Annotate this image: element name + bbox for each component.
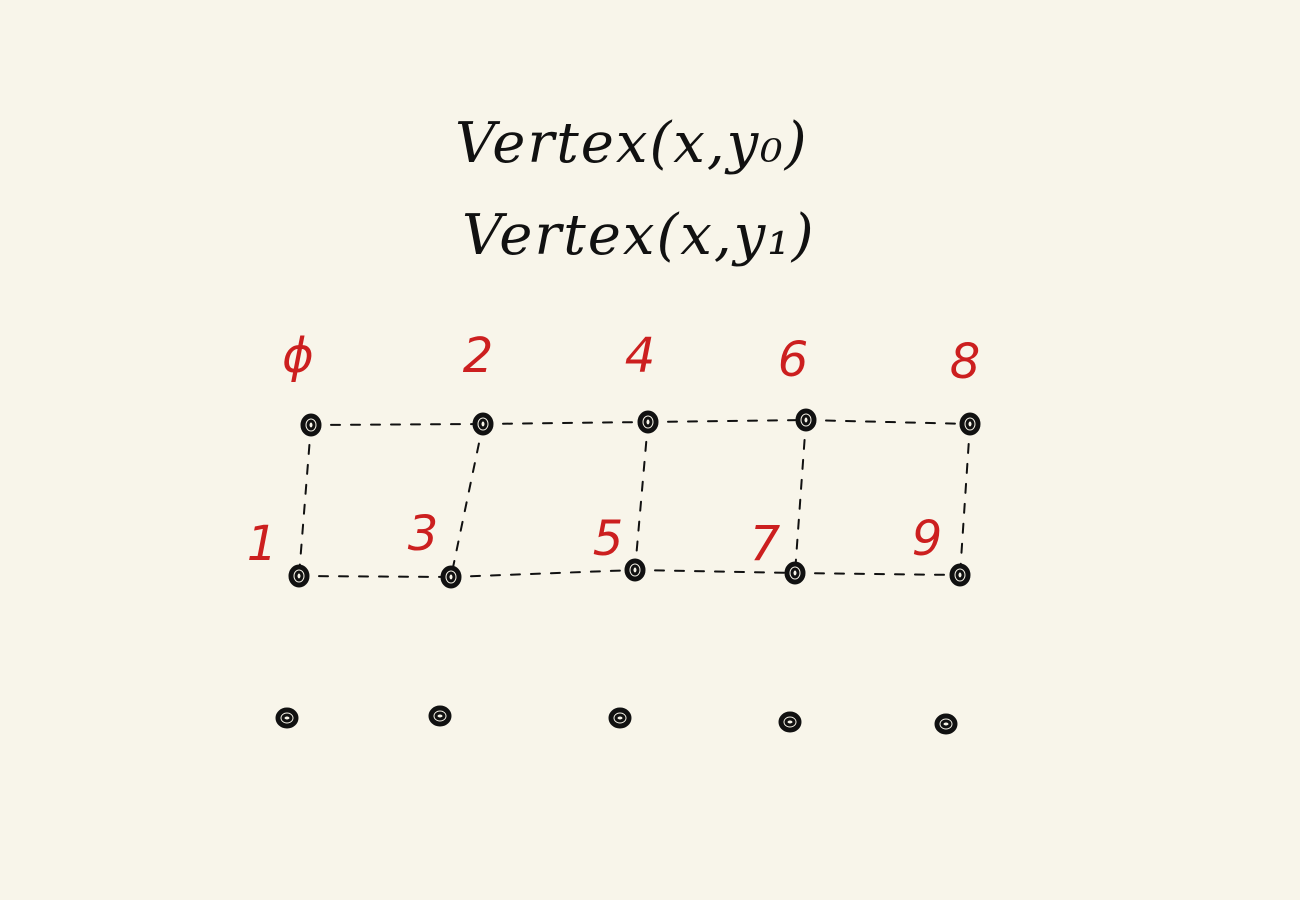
vertex-dot-4 [637, 410, 659, 434]
edge-2-4 [482, 421, 649, 425]
edge-6-7 [794, 419, 807, 574]
unlabeled-points-group [275, 705, 958, 735]
unlabeled-point-center-4 [940, 719, 952, 729]
unlabeled-point-center-1 [434, 711, 446, 721]
vertex-dot-2 [472, 412, 494, 436]
formula-line-2: Vertex(x,y₁) [462, 203, 816, 268]
vertex-1 [288, 564, 310, 588]
edge-0-2 [310, 423, 484, 426]
vertex-dot-0 [300, 413, 322, 437]
edge-4-5 [634, 421, 649, 571]
unlabeled-point-1 [428, 705, 452, 727]
edge-7-9 [794, 572, 961, 576]
edge-5-7 [634, 569, 796, 574]
edge-1-3 [298, 575, 452, 578]
vertex-label-7: 7 [750, 516, 781, 572]
edge-0-1 [298, 424, 312, 577]
edge-3-5 [450, 569, 636, 578]
vertex-label-6: 6 [778, 332, 809, 388]
vertex-2 [472, 412, 494, 436]
vertex-dot-center-0 [306, 419, 316, 431]
vertex-dot-8 [959, 412, 981, 436]
unlabeled-point-3 [778, 711, 802, 733]
vertex-3 [440, 565, 462, 589]
vertex-dot-6 [795, 408, 817, 432]
vertex-dot-center-3 [446, 571, 456, 583]
vertex-dot-center-7 [790, 567, 800, 579]
edge-4-6 [647, 419, 807, 423]
vertex-dot-center-6 [801, 414, 811, 426]
vertex-9 [949, 563, 971, 587]
vertex-label-4: 4 [625, 328, 656, 384]
vertex-6 [795, 408, 817, 432]
vertex-dot-center-5 [630, 564, 640, 576]
unlabeled-point-center-0 [281, 713, 293, 723]
vertex-dot-3 [440, 565, 462, 589]
vertex-dot-center-8 [965, 418, 975, 430]
formula-line-1: Vertex(x,y₀) [455, 111, 809, 176]
vertex-dot-center-9 [955, 569, 965, 581]
edges-group [298, 419, 971, 578]
vertex-label-2: 2 [463, 328, 494, 384]
vertex-8 [959, 412, 981, 436]
vertex-label-3: 3 [408, 506, 439, 562]
vertex-label-9: 9 [912, 511, 943, 567]
edge-8-9 [959, 423, 971, 576]
unlabeled-point-center-3 [784, 717, 796, 727]
vertex-4 [637, 410, 659, 434]
unlabeled-point-2 [608, 707, 632, 729]
vertices-group [288, 408, 981, 589]
vertex-dot-center-4 [643, 416, 653, 428]
vertex-5 [624, 558, 646, 582]
vertex-7 [784, 561, 806, 585]
vertex-dot-9 [949, 563, 971, 587]
unlabeled-point-center-2 [614, 713, 626, 723]
vertex-dot-center-1 [294, 570, 304, 582]
edge-2-3 [450, 423, 484, 578]
vertex-dot-5 [624, 558, 646, 582]
vertex-dot-center-2 [478, 418, 488, 430]
vertex-label-5: 5 [593, 511, 624, 567]
vertex-dot-1 [288, 564, 310, 588]
vertex-label-8: 8 [950, 334, 981, 390]
vertex-label-1: 1 [247, 516, 278, 572]
unlabeled-point-0 [275, 707, 299, 729]
vertex-labels-group: ϕ 1 2 3 4 5 6 7 8 9 [247, 328, 981, 572]
vertex-0 [300, 413, 322, 437]
vertex-label-0: ϕ [282, 328, 314, 384]
edge-6-8 [805, 419, 971, 425]
vertex-dot-7 [784, 561, 806, 585]
unlabeled-point-4 [934, 713, 958, 735]
